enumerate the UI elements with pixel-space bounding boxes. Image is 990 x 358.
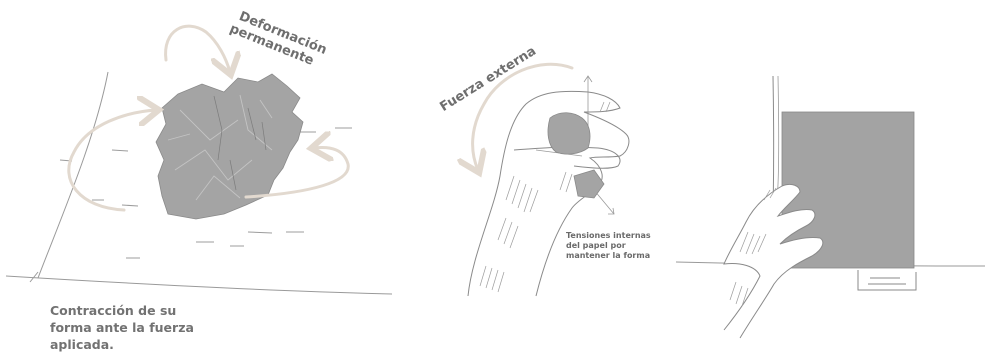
arrow-top — [166, 26, 230, 72]
table-edge-front — [6, 276, 392, 294]
label-contraction-line3: aplicada. — [50, 336, 194, 353]
label-contraction: Contracción de su forma ante la fuerza a… — [50, 302, 194, 353]
label-tension-line1: Tensiones internas — [566, 231, 651, 241]
squeezed-paper — [548, 113, 590, 154]
shelf-marks — [858, 270, 916, 290]
crumpled-paper — [156, 74, 303, 219]
label-tension-line2: del papel por — [566, 241, 651, 251]
panel-hand-squeezing — [468, 64, 629, 296]
label-contraction-line2: forma ante la fuerza — [50, 319, 194, 336]
arrow-left — [69, 110, 156, 210]
label-internal-tensions: Tensiones internas del papel por mantene… — [566, 231, 651, 261]
label-tension-line3: mantener la forma — [566, 251, 651, 261]
hand-outline — [468, 91, 629, 296]
panel-crumpled-paper — [6, 26, 392, 294]
table-edge-left — [38, 72, 108, 278]
label-contraction-line1: Contracción de su — [50, 302, 194, 319]
panel-hand-block — [676, 76, 985, 338]
